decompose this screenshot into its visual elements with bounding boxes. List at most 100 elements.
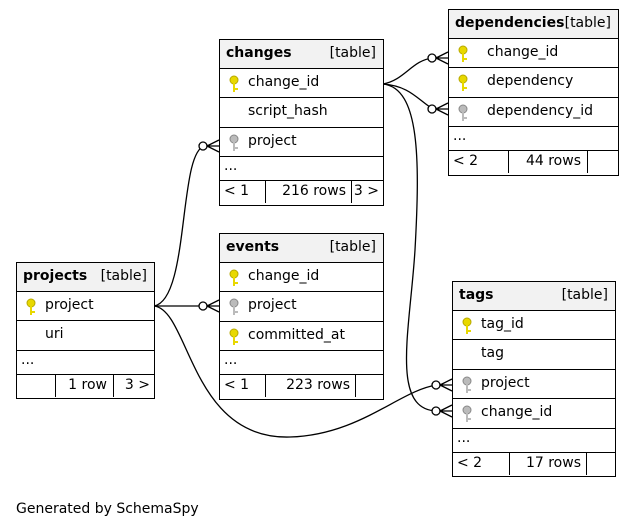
relation-changes-dependencies [382,57,434,85]
column-row: project [17,291,154,320]
table-events[interactable]: events [table] change_id project committ… [219,233,384,400]
table-footer: 1 row 3 > [17,373,154,398]
ellipsis: ... [224,352,238,369]
column-name: change_id [481,404,553,421]
ellipsis: ... [21,351,35,368]
crowfoot-tags-project [431,378,453,392]
column-row: project [220,126,383,156]
column-row: project [453,368,615,398]
column-row: tag [453,339,615,368]
column-row: uri [17,320,154,349]
ellipsis: ... [224,158,238,175]
yellow-key-icon [228,328,240,346]
crowfoot-changes [198,139,220,153]
relation-projects-changes [153,145,206,307]
table-kind: [table] [564,15,611,31]
relation-changes-tags [382,83,438,412]
crowfoot-events [198,299,220,313]
table-kind: [table] [329,45,376,61]
column-row: change_id [220,68,383,97]
column-name: project [481,374,530,391]
column-name: change_id [248,74,320,90]
column-name: project [45,297,94,313]
parent-count: < 1 [224,183,250,200]
table-header: events [table] [220,234,383,262]
yellow-key-icon [457,45,469,63]
column-row: project [220,291,383,320]
table-footer: < 2 17 rows [453,451,615,476]
gray-key-icon [228,134,240,152]
column-row: change_id [449,38,618,67]
column-name: committed_at [248,326,345,343]
column-name: change_id [248,268,320,284]
table-name: changes [226,45,292,61]
column-row: dependency [449,67,618,96]
more-columns: ... [220,156,383,180]
column-name: dependency_id [487,102,594,119]
parent-count: < 1 [224,377,250,394]
row-count: 44 rows [525,153,581,170]
more-columns: ... [449,126,618,150]
parent-count: < 2 [457,454,483,471]
gray-key-icon [457,104,469,122]
table-footer: < 1 216 rows 3 > [220,180,383,204]
gray-key-icon [461,376,473,394]
table-footer: < 1 223 rows [220,374,383,398]
table-name: projects [23,268,88,284]
column-row: change_id [453,398,615,427]
table-kind: [table] [561,287,608,303]
row-count: 1 row [68,376,107,393]
yellow-key-icon [461,317,473,335]
table-dependencies[interactable]: dependencies [table] change_id dependenc… [448,9,619,176]
row-count: 216 rows [282,183,346,200]
table-header: projects [table] [17,263,154,291]
table-footer: < 2 44 rows [449,150,618,174]
ellipsis: ... [457,429,471,446]
column-row: committed_at [220,320,383,350]
row-count: 223 rows [286,377,350,394]
column-row: tag_id [453,310,615,339]
column-name: uri [45,326,64,343]
yellow-key-icon [25,298,37,316]
table-header: tags [table] [453,282,615,310]
yellow-key-icon [228,269,240,287]
more-columns: ... [220,350,383,374]
column-row: dependency_id [449,96,618,126]
ellipsis: ... [453,128,467,145]
gray-key-icon [461,405,473,423]
table-name: dependencies [455,15,565,31]
table-header: changes [table] [220,40,383,68]
table-header: dependencies [table] [449,10,618,38]
column-name: tag [481,345,504,362]
yellow-key-icon [228,75,240,93]
row-count: 17 rows [525,454,581,471]
child-count: 3 > [353,183,379,200]
more-columns: ... [17,349,154,374]
crowfoot-dependencies-change [427,51,449,65]
column-name: dependency [487,73,574,90]
column-name: change_id [487,44,559,60]
table-name: events [226,239,280,255]
table-name: tags [459,287,494,303]
crowfoot-tags-change [431,404,453,418]
child-count: 3 > [124,376,150,393]
column-name: project [248,297,297,314]
column-row: script_hash [220,97,383,126]
column-row: change_id [220,262,383,291]
table-tags[interactable]: tags [table] tag_id tag project change_i… [452,281,616,477]
column-name: tag_id [481,316,524,332]
column-name: project [248,132,297,149]
table-kind: [table] [329,239,376,255]
relation-projects-tags [153,305,438,438]
table-changes[interactable]: changes [table] change_id script_hash pr… [219,39,384,206]
parent-count: < 2 [453,153,479,170]
column-name: script_hash [248,103,328,120]
crowfoot-dependencies-id [427,102,449,116]
gray-key-icon [228,298,240,316]
more-columns: ... [453,427,615,452]
yellow-key-icon [457,74,469,92]
table-kind: [table] [100,268,147,284]
table-projects[interactable]: projects [table] project uri ... 1 row 3… [16,262,155,399]
